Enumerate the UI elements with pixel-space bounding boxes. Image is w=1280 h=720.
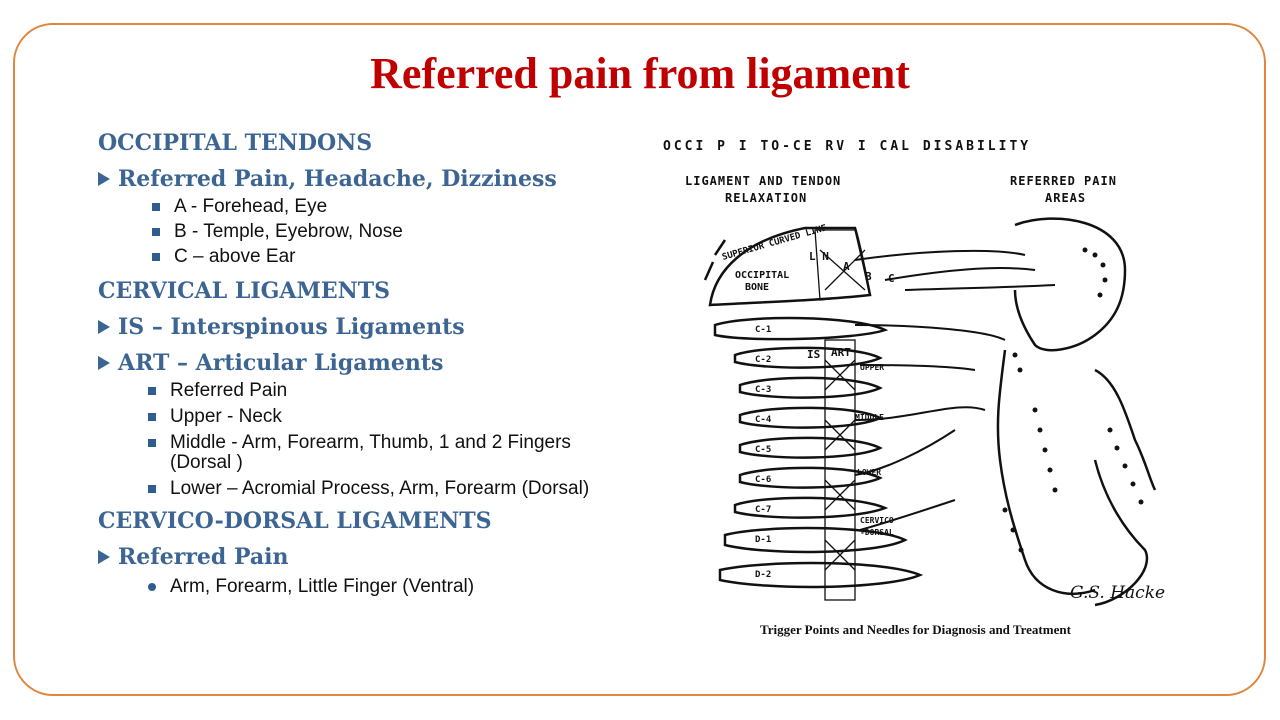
right-header-2: AREAS [1045, 191, 1086, 205]
figure-caption: Trigger Points and Needles for Diagnosis… [760, 622, 1072, 637]
svg-text:C-6: C-6 [755, 475, 771, 485]
svg-text:-DORSAL: -DORSAL [860, 528, 894, 537]
square-bullet-icon [152, 228, 160, 236]
right-header-1: REFERRED PAIN [1010, 174, 1117, 188]
svg-text:ART: ART [831, 346, 851, 359]
sub-referred-pain: Referred Pain [98, 542, 658, 572]
triangle-bullet-icon [98, 172, 110, 186]
pain-dots [1002, 247, 1144, 553]
bullet-item: Upper - Neck [98, 406, 658, 428]
sub-referred-pain-headache: Referred Pain, Headache, Dizziness [98, 164, 658, 194]
svg-text:L N: L N [809, 250, 829, 263]
round-bullet-icon [148, 583, 156, 591]
sub-text: Referred Pain, Headache, Dizziness [118, 166, 557, 192]
left-header-1: LIGAMENT AND TENDON [685, 174, 841, 188]
svg-text:C-7: C-7 [755, 505, 771, 515]
svg-text:A: A [843, 260, 850, 273]
svg-text:UPPER: UPPER [860, 363, 884, 372]
slide-frame [13, 23, 1266, 696]
svg-text:D-1: D-1 [755, 535, 771, 545]
bullet-item: Middle - Arm, Forearm, Thumb, 1 and 2 Fi… [98, 432, 658, 454]
svg-text:CERVICO: CERVICO [860, 516, 894, 525]
square-bullet-icon [148, 413, 156, 421]
bullet-item: Referred Pain [98, 380, 658, 402]
vertebral-column-drawing [713, 316, 924, 589]
triangle-bullet-icon [98, 320, 110, 334]
bullet-item: C – above Ear [102, 246, 658, 268]
slide-title: Referred pain from ligament [370, 49, 910, 98]
left-header-2: RELAXATION [725, 191, 807, 205]
square-bullet-icon [148, 439, 156, 447]
triangle-bullet-icon [98, 550, 110, 564]
bullet-item: Lower – Acromial Process, Arm, Forearm (… [98, 478, 658, 500]
svg-text:C-3: C-3 [755, 385, 771, 395]
heading-cervical-ligaments: CERVICAL LIGAMENTS [98, 278, 390, 304]
heading-occipital-tendons: OCCIPITAL TENDONS [98, 130, 373, 156]
referral-arrows [854, 249, 1056, 531]
square-bullet-icon [152, 203, 160, 211]
square-bullet-icon [148, 387, 156, 395]
square-bullet-icon [152, 253, 160, 261]
human-outline [996, 217, 1157, 607]
occipital-label-2: BONE [745, 282, 769, 293]
bullet-item-continuation: (Dorsal ) [170, 452, 243, 473]
svg-text:C-5: C-5 [755, 445, 771, 455]
figure-top-title: OCCI P I TO-CE RV I CAL DISABILITY [663, 139, 1031, 154]
svg-text:MIDDLE: MIDDLE [855, 413, 884, 422]
svg-text:C-1: C-1 [755, 325, 771, 335]
bullet-item: Arm, Forearm, Little Finger (Ventral) [98, 576, 658, 598]
occipital-label-1: OCCIPITAL [735, 270, 789, 281]
vertebra-labels: C-1 C-2 C-3 C-4 C-5 C-6 C-7 D-1 D-2 [755, 325, 772, 580]
svg-text:IS: IS [807, 348, 820, 361]
hackett-diagram: OCCI P I TO-CE RV I CAL DISABILITY LIGAM… [663, 139, 1165, 637]
svg-text:B: B [865, 270, 872, 283]
bullet-item: A - Forehead, Eye [102, 196, 658, 218]
bullet-item: B - Temple, Eyebrow, Nose [102, 221, 658, 243]
svg-text:C-2: C-2 [755, 355, 771, 365]
signature: G.S. Hackett [1070, 583, 1165, 603]
square-bullet-icon [148, 485, 156, 493]
svg-text:C-4: C-4 [755, 415, 772, 425]
svg-text:D-2: D-2 [755, 570, 771, 580]
sub-articular: ART – Articular Ligaments [98, 348, 658, 378]
ligament-crosshatch [814, 229, 871, 601]
sub-interspinous: IS – Interspinous Ligaments [98, 312, 658, 342]
heading-cervico-dorsal: CERVICO-DORSAL LIGAMENTS [98, 508, 492, 534]
triangle-bullet-icon [98, 356, 110, 370]
bullet-content: OCCIPITAL TENDONS Referred Pain, Headach… [98, 128, 658, 598]
